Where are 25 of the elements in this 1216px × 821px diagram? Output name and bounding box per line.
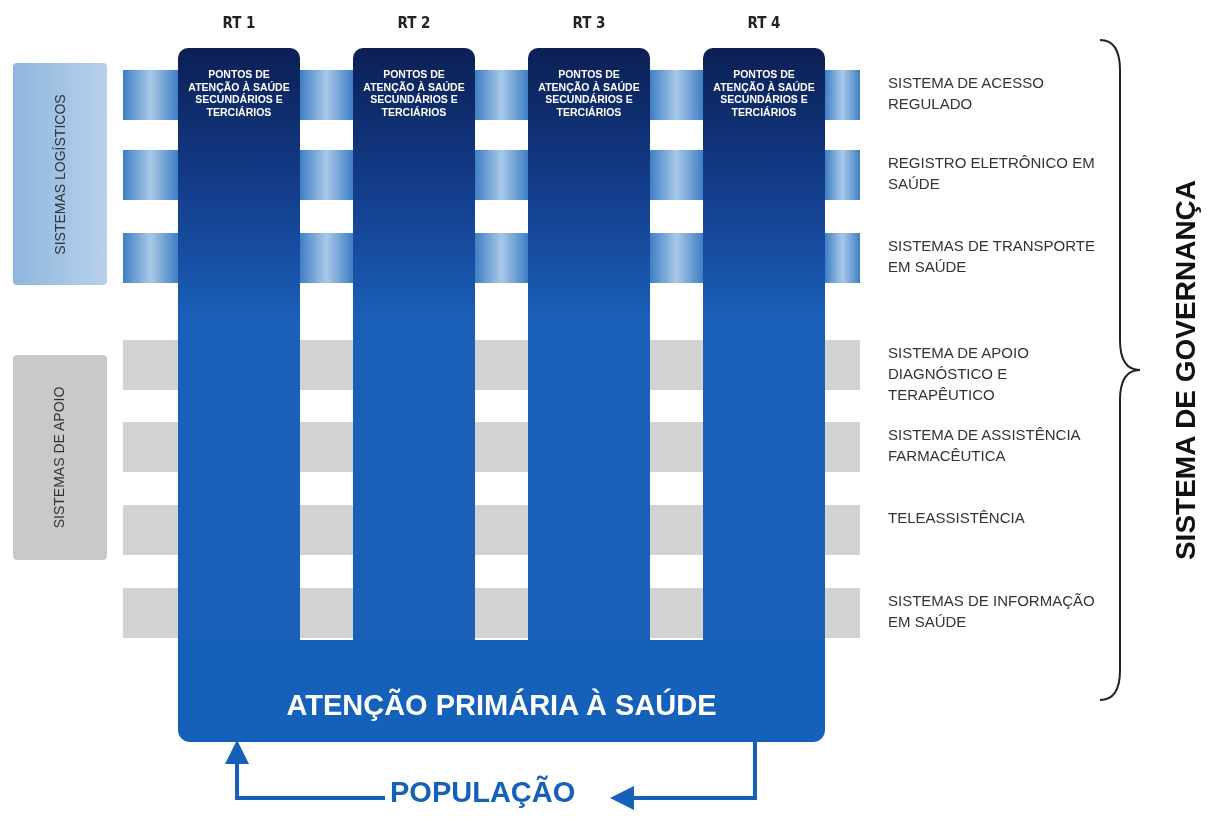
side-panel: [13, 355, 107, 560]
band-label: SISTEMA DE ACESSO REGULADO: [888, 73, 1045, 114]
column-text: PONTOS DE ATENÇÃO À SAÚDE SECUNDÁRIOS E TERCIÁRIOS: [537, 68, 641, 118]
bar-title: ATENÇÃO PRIMÁRIA À SAÚDE: [286, 689, 717, 722]
band-label: SISTEMAS DE TRANSPORTE EM SAÚDE: [888, 236, 1096, 277]
column-text: PONTOS DE ATENÇÃO À SAÚDE SECUNDÁRIOS E TERCIÁRIOS: [362, 68, 466, 118]
side-panel: [13, 63, 107, 285]
band-label: REGISTRO ELETRÔNICO EM SAÚDE: [888, 153, 1096, 194]
arrow: [610, 742, 757, 810]
band-label: SISTEMA DE ASSISTÊNCIA FARMACÊUTICA: [888, 425, 1082, 466]
column-text: PONTOS DE ATENÇÃO À SAÚDE SECUNDÁRIOS E TERCIÁRIOS: [187, 68, 291, 118]
population-label: POPULAÇÃO: [390, 776, 576, 809]
band-label: TELEASSISTÊNCIA: [888, 508, 1026, 528]
primary-care-bar: [178, 640, 825, 742]
column-heading: RT 1: [221, 14, 257, 32]
panel-text: SISTEMAS LOGÍSTICOS: [51, 93, 69, 255]
arrow: [225, 740, 385, 800]
band-label: SISTEMAS DE INFORMAÇÃO EM SAÚDE: [888, 591, 1096, 632]
panel-text: SISTEMAS DE APOIO: [51, 386, 69, 529]
column-heading: RT 4: [746, 14, 782, 32]
band-label: SISTEMA DE APOIO DIAGNÓSTICO E TERAPÊUTICO: [888, 343, 1030, 405]
column-text: PONTOS DE ATENÇÃO À SAÚDE SECUNDÁRIOS E TERCIÁRIOS: [712, 68, 816, 118]
column-heading: RT 2: [396, 14, 432, 32]
column-heading: RT 3: [571, 14, 607, 32]
governance-label: SISTEMA DE GOVERNANÇA: [1170, 179, 1202, 561]
